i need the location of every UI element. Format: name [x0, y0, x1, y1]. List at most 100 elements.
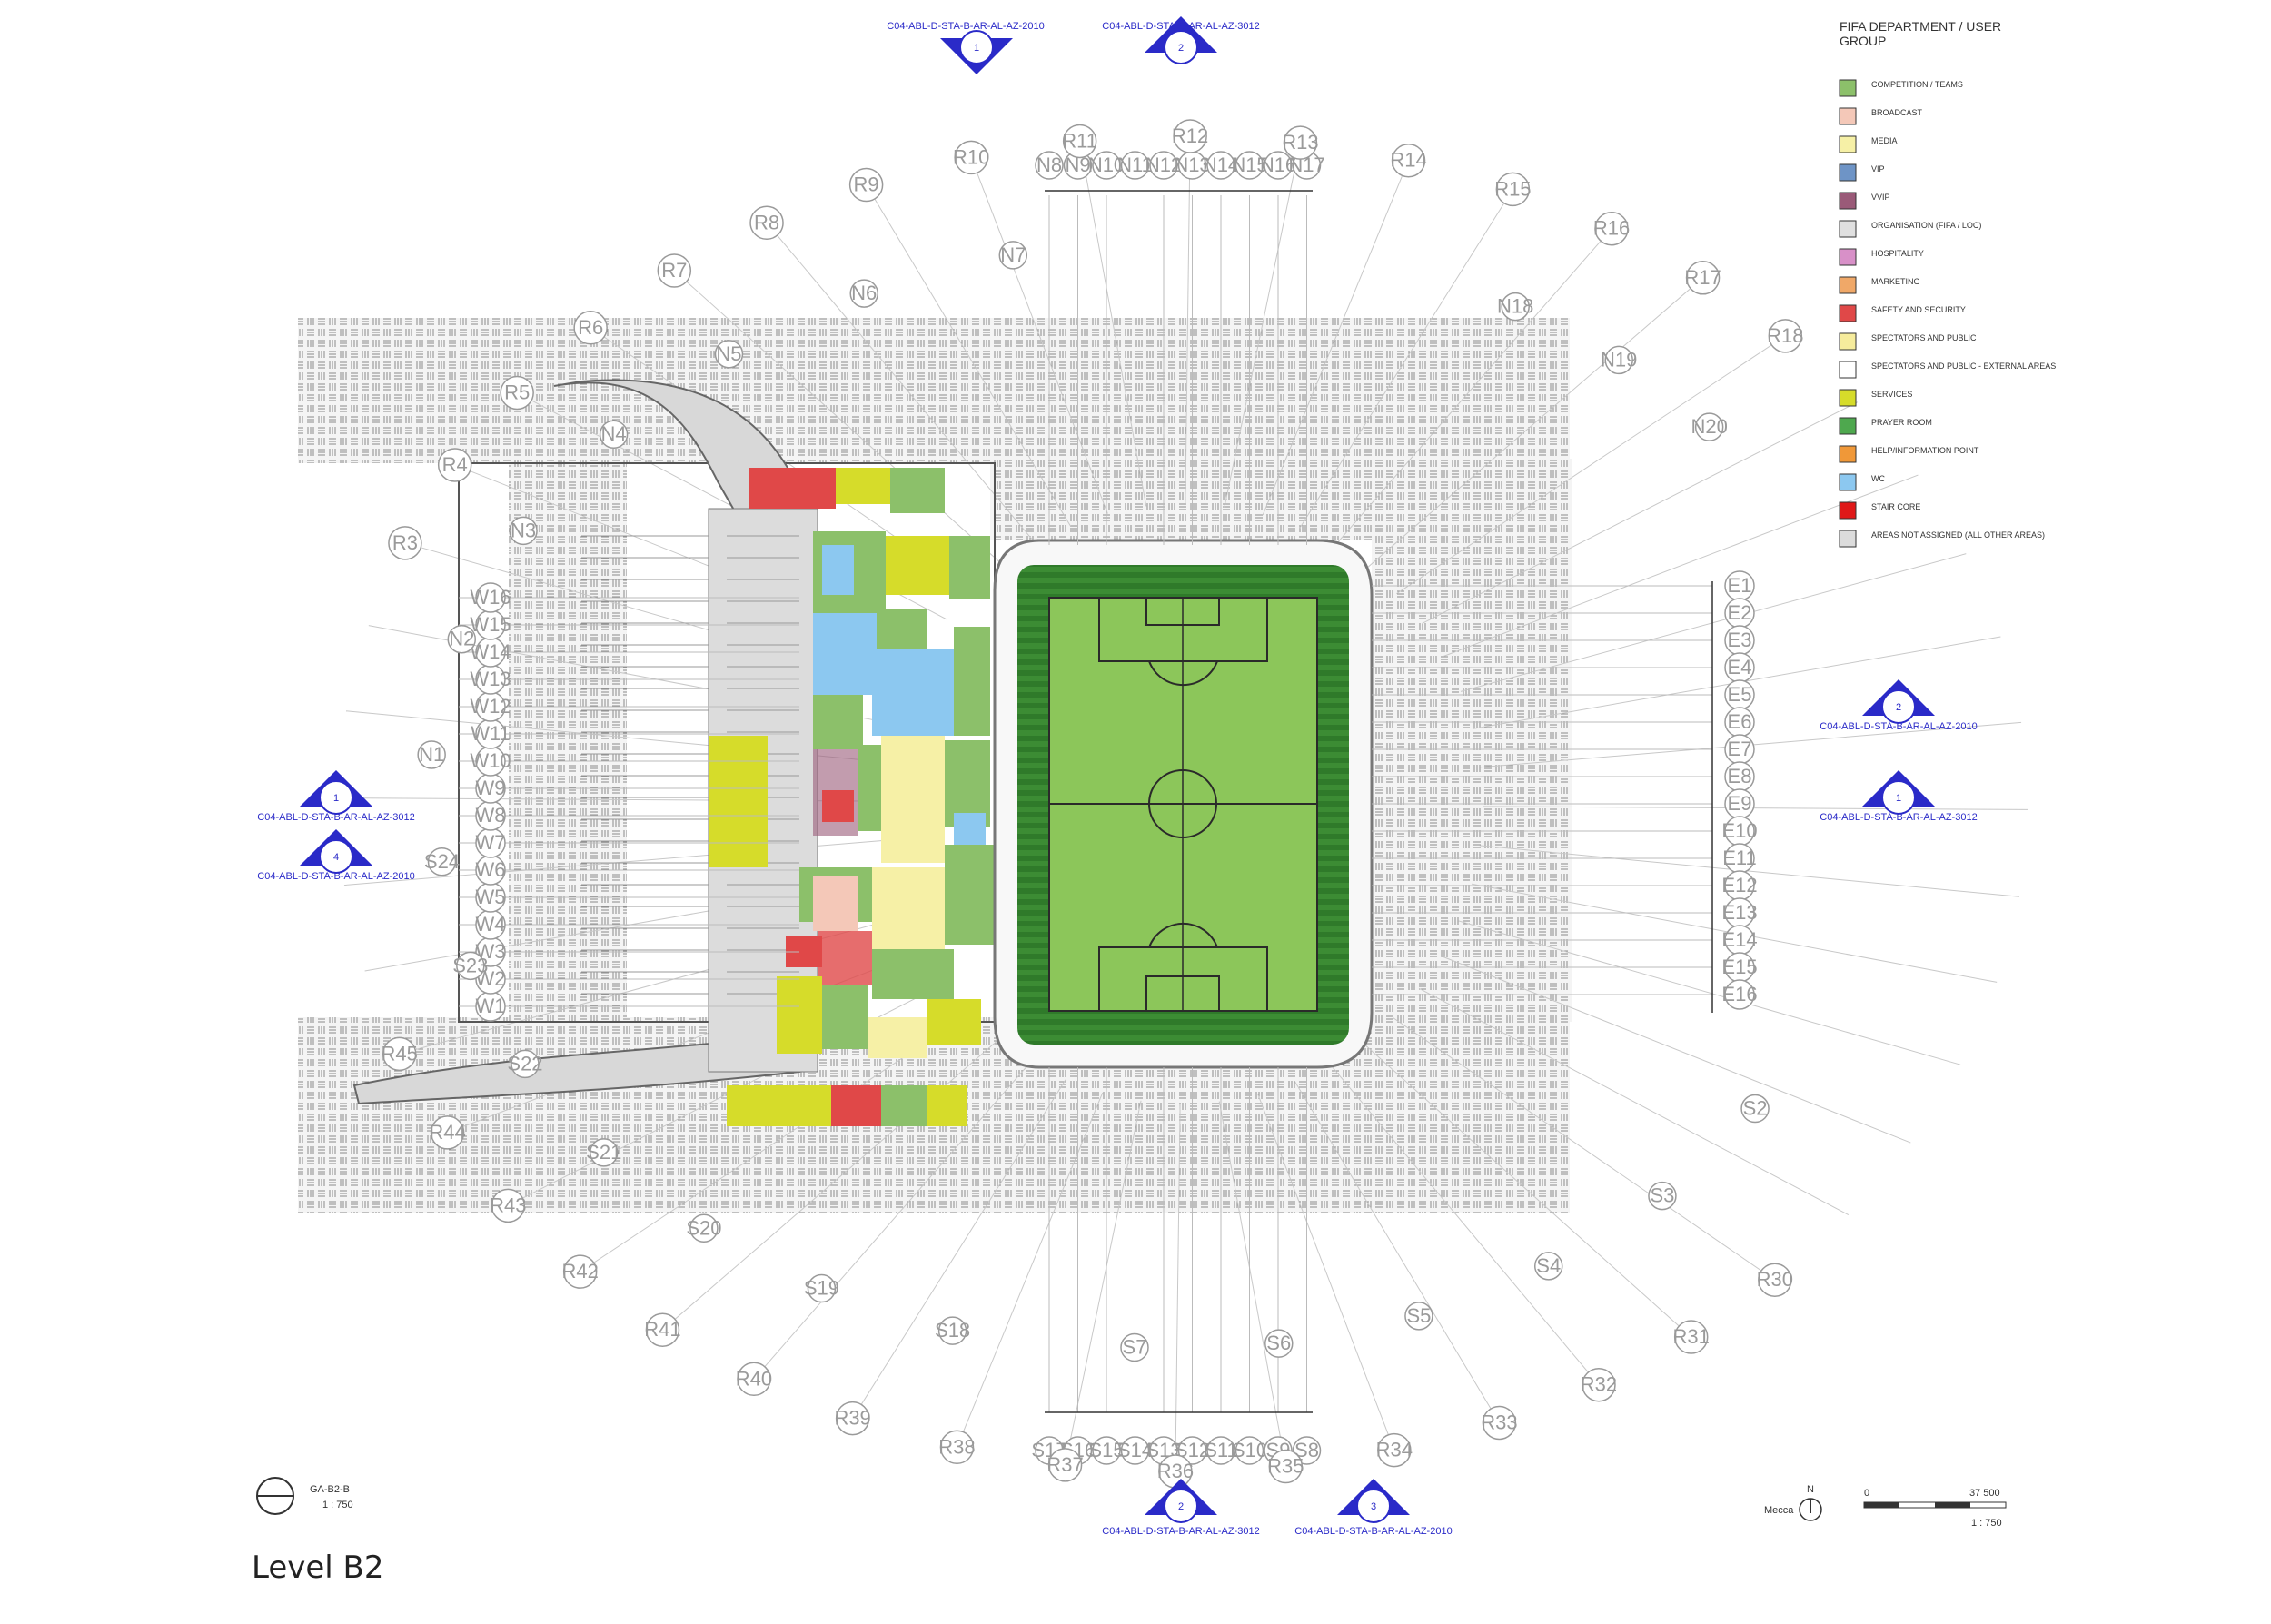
- grid-label: R37: [1046, 1453, 1083, 1476]
- grid-label: W11: [471, 722, 511, 745]
- grid-label: R18: [1767, 324, 1803, 347]
- legend-swatch: [1839, 332, 1857, 351]
- grid-label: N11: [1117, 153, 1153, 176]
- grid-bubble: W12: [470, 691, 511, 722]
- paving-east: [1372, 459, 1572, 1022]
- grid-bubble: W1: [475, 991, 506, 1022]
- grid-bubble: R33: [1481, 1405, 1518, 1441]
- grid-bubble: W9: [475, 773, 506, 804]
- grid-label: R11: [1062, 129, 1097, 152]
- legend-item: MARKETING: [1839, 276, 1920, 294]
- legend-item: SPECTATORS AND PUBLIC - EXTERNAL AREAS: [1839, 361, 2056, 379]
- legend-item: BROADCAST: [1839, 107, 1923, 125]
- grid-label: R35: [1267, 1455, 1304, 1478]
- grid-bubbles: W1W2W3W4W5W6W7W8W9W10W11W12W13W14W15W16E…: [382, 119, 1804, 1489]
- grid-bubble: N12: [1145, 151, 1182, 180]
- grid-label: W10: [470, 749, 511, 772]
- grid-bubble: W10: [470, 746, 511, 777]
- legend-swatch: [1839, 276, 1857, 294]
- grid-bubble: R14: [1390, 143, 1427, 178]
- grid-label: R9: [854, 173, 879, 196]
- grid-bubble: R40: [736, 1362, 772, 1397]
- scale-end: 37 500: [1969, 1488, 2000, 1499]
- goal-box-top: [1145, 597, 1220, 626]
- grid-bubble: N10: [1088, 151, 1125, 180]
- section-ref: C04-ABL-D-STA-B-AR-AL-AZ-2010: [1820, 721, 1977, 732]
- grid-label: S15: [1088, 1439, 1124, 1461]
- legend-swatch: [1839, 248, 1857, 266]
- paving-north: [298, 318, 1570, 463]
- legend-item: ORGANISATION (FIFA / LOC): [1839, 220, 1981, 238]
- legend-swatch: [1839, 417, 1857, 435]
- grid-label: N14: [1203, 153, 1239, 176]
- grid-label: S23: [452, 954, 488, 976]
- grid-label: N3: [511, 519, 536, 541]
- grid-label: E9: [1728, 792, 1752, 815]
- grid-label: S11: [1204, 1439, 1238, 1461]
- grid-label: R12: [1172, 124, 1208, 147]
- section-marker: 2 C04-ABL-D-STA-B-AR-AL-AZ-3012: [1102, 1479, 1260, 1537]
- grid-bubble: N18: [1497, 292, 1533, 322]
- section-marker: 4 C04-ABL-D-STA-B-AR-AL-AZ-2010: [257, 829, 415, 882]
- north-arrow: N Mecca: [1764, 1484, 1822, 1521]
- grid-bubble: W7: [475, 827, 506, 858]
- legend-item: VVIP: [1839, 192, 1890, 210]
- grid-label: S4: [1536, 1254, 1561, 1277]
- grid-label: R41: [644, 1318, 680, 1341]
- grid-bubble: R7: [657, 253, 692, 288]
- grid-label: N4: [601, 422, 627, 445]
- legend-label: ORGANISATION (FIFA / LOC): [1871, 221, 1981, 230]
- section-ref: C04-ABL-D-STA-B-AR-AL-AZ-2010: [887, 21, 1044, 32]
- grid-bubble: R6: [573, 311, 608, 345]
- grid-bubble: R9: [848, 167, 884, 203]
- legend-label: HOSPITALITY: [1871, 249, 1924, 258]
- legend-item: SAFETY AND SECURITY: [1839, 304, 1966, 322]
- drawing-id: GA-B2-B: [310, 1484, 350, 1495]
- grid-bubble: R36: [1157, 1454, 1194, 1489]
- grid-bubble: R10: [953, 140, 989, 175]
- legend-swatch: [1839, 445, 1857, 463]
- grid-bubble: R12: [1172, 119, 1208, 153]
- grid-label: R14: [1390, 149, 1426, 172]
- legend-item: VIP: [1839, 163, 1885, 182]
- grid-bubble: W6: [475, 855, 506, 886]
- grid-bubble: R17: [1684, 261, 1721, 295]
- grid-bubble: E1: [1724, 570, 1755, 601]
- grid-label: W5: [476, 886, 506, 908]
- legend-swatch: [1839, 304, 1857, 322]
- grid-bubble: E8: [1724, 761, 1755, 792]
- grid-label: E8: [1728, 765, 1752, 787]
- grid-bubble: N14: [1203, 151, 1239, 180]
- grid-label: R16: [1593, 217, 1630, 240]
- section-ref: C04-ABL-D-STA-B-AR-AL-AZ-2010: [1294, 1526, 1452, 1537]
- legend-label: SPECTATORS AND PUBLIC - EXTERNAL AREAS: [1871, 361, 2056, 371]
- grid-bubble: W5: [475, 882, 506, 913]
- grid-label: E2: [1728, 601, 1752, 624]
- grid-bubble: S3: [1648, 1181, 1677, 1211]
- grid-bubble: S20: [686, 1213, 721, 1243]
- grid-bubble: R15: [1494, 172, 1532, 207]
- legend-label: SPECTATORS AND PUBLIC: [1871, 333, 1977, 342]
- grid-label: S5: [1406, 1304, 1431, 1327]
- section-number: 1: [974, 43, 979, 54]
- grid-label: N20: [1691, 415, 1727, 438]
- mecca-label: Mecca: [1764, 1505, 1794, 1516]
- legend-item: HOSPITALITY: [1839, 248, 1924, 266]
- grid-label: S10: [1232, 1439, 1267, 1461]
- grid-bubble: E3: [1724, 625, 1755, 656]
- grid-label: S20: [686, 1216, 721, 1239]
- grid-bubble: N1: [417, 740, 446, 769]
- grid-bubble: N2: [447, 624, 477, 654]
- grid-bubble: R5: [500, 375, 534, 411]
- section-number: 1: [1896, 793, 1901, 804]
- grid-bubble: N15: [1231, 151, 1268, 180]
- legend-item: WC: [1839, 473, 1885, 491]
- grid-label: N18: [1497, 295, 1533, 318]
- grid-bubble: R34: [1376, 1432, 1413, 1468]
- grid-bubble: N13: [1174, 151, 1211, 180]
- grid-label: S21: [586, 1141, 621, 1164]
- grid-bubble: R44: [429, 1115, 466, 1150]
- grid-label: W16: [470, 586, 511, 609]
- grid-label: N13: [1174, 153, 1210, 176]
- section-marker: 1 C04-ABL-D-STA-B-AR-AL-AZ-3012: [257, 770, 415, 823]
